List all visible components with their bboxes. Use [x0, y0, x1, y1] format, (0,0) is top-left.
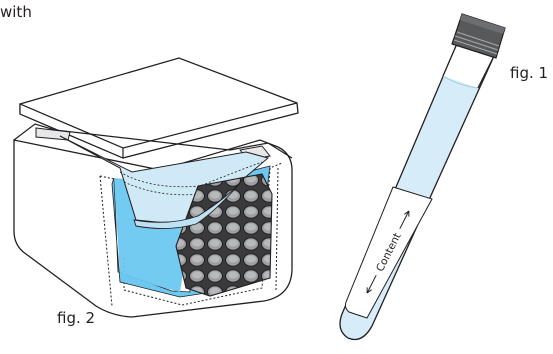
arrow-left-icon [366, 274, 377, 294]
tube-meniscus [442, 75, 479, 89]
box-rim [13, 123, 293, 159]
box-bag-fold [133, 177, 245, 229]
caption-fragment: with [0, 3, 32, 21]
cutaway-outline [99, 162, 283, 307]
arrow-right-icon [399, 210, 410, 230]
tube-cap-ridges [453, 31, 500, 55]
fig2-caption: fig. 2 [57, 309, 96, 327]
arrow-left-head [366, 287, 372, 294]
fig1-caption: fig. 1 [510, 64, 549, 82]
sample-tube-illustration [339, 13, 506, 341]
box-bag-dots [119, 161, 263, 196]
tube-label [344, 186, 433, 319]
insulated-box-illustration [13, 57, 299, 318]
tube-air-gap [443, 46, 494, 88]
tube-cap-top [460, 14, 505, 34]
arrow-right-head [404, 210, 410, 217]
vial-rack-outline [175, 173, 273, 297]
